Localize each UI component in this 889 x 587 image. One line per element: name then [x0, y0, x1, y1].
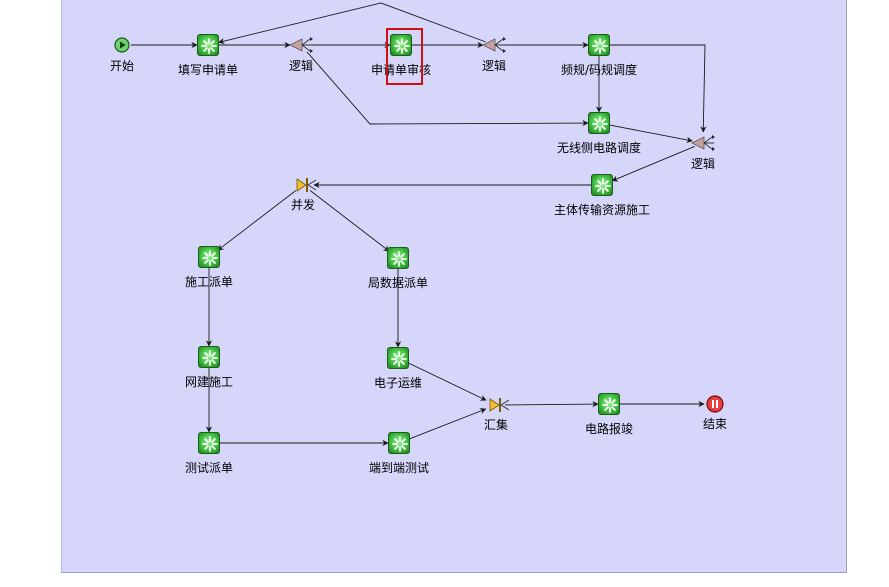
task-icon [387, 347, 409, 369]
task-icon [598, 393, 620, 415]
join-icon [488, 395, 512, 419]
task-icon [198, 432, 220, 454]
task-icon [390, 34, 412, 56]
node-label: 填写申请单 [177, 63, 239, 77]
workflow-canvas[interactable] [61, 0, 847, 573]
node-label: 结束 [702, 417, 728, 431]
node-label: 电子运维 [373, 376, 423, 390]
node-label: 开始 [109, 59, 135, 73]
task-icon [198, 346, 220, 368]
fork-icon [295, 175, 319, 199]
node-label: 施工派单 [184, 275, 234, 289]
node-label: 测试派单 [184, 461, 234, 475]
node-label: 并发 [290, 198, 316, 212]
task-icon [588, 34, 610, 56]
task-icon [387, 247, 409, 269]
logic-icon [481, 35, 511, 59]
node-label: 逻辑 [288, 59, 314, 73]
node-label: 局数据派单 [367, 276, 429, 290]
end-icon [706, 395, 724, 417]
logic-icon [690, 133, 720, 157]
logic-icon [288, 35, 318, 59]
node-label: 申请单审核 [370, 63, 432, 77]
node-label: 汇集 [483, 418, 509, 432]
node-label: 频规/码规调度 [560, 63, 638, 77]
task-icon [591, 174, 613, 196]
start-icon [114, 37, 130, 57]
node-label: 逻辑 [690, 157, 716, 171]
task-icon [388, 432, 410, 454]
task-icon [588, 112, 610, 134]
selection-box [386, 28, 423, 85]
node-label: 端到端测试 [368, 461, 430, 475]
node-label: 电路报竣 [584, 422, 634, 436]
task-icon [198, 246, 220, 268]
node-label: 主体传输资源施工 [553, 203, 651, 217]
node-label: 逻辑 [481, 59, 507, 73]
node-label: 网建施工 [184, 375, 234, 389]
task-icon [197, 34, 219, 56]
node-label: 无线侧电路调度 [556, 141, 642, 155]
